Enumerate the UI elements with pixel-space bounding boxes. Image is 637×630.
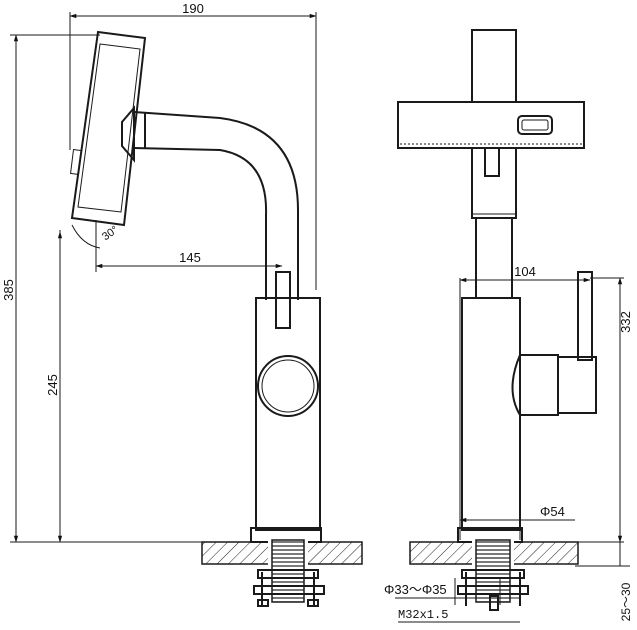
countertop-side — [201, 539, 363, 607]
display-window — [517, 115, 553, 135]
handle-hub — [511, 354, 559, 416]
dimension-handle-height-label: 332 — [618, 311, 633, 333]
front-view: 104 332 Φ54 Φ33～Φ35 M32x1.5 25～30 — [384, 29, 633, 623]
swivel-angle-label: 30° — [100, 224, 121, 243]
side-view: 190 385 245 145 30° — [1, 1, 363, 607]
spray-head-button-front — [484, 147, 500, 177]
spout-arm — [121, 105, 299, 300]
swivel-angle-arc — [71, 224, 101, 249]
spray-head — [70, 30, 147, 227]
dimension-base-diameter-label: Φ54 — [540, 504, 565, 519]
handle-knob — [257, 355, 319, 417]
spray-head-button — [70, 149, 82, 175]
mounting-nut-front — [461, 569, 525, 579]
dimension-hole-label: Φ33～Φ35 — [384, 582, 447, 597]
dimension-handle-offset-label: 104 — [514, 264, 536, 279]
dimension-body-label: 245 — [45, 374, 60, 396]
dimension-height-label: 385 — [1, 279, 16, 301]
handle-lever-front — [577, 271, 593, 361]
faucet-body — [250, 271, 322, 543]
dimension-reach-label: 145 — [179, 250, 201, 265]
spray-head-front — [397, 29, 585, 219]
dimension-width-label: 190 — [182, 1, 204, 16]
dimension-counter-label: 25～30 — [619, 582, 633, 621]
mounting-washer — [253, 585, 325, 595]
handle-cylinder — [557, 356, 597, 414]
handle-lever — [275, 271, 291, 329]
faucet-body-front — [457, 271, 597, 543]
mounting-nut — [257, 569, 319, 579]
dimension-thread-label: M32x1.5 — [398, 608, 448, 622]
countertop-front — [409, 539, 579, 611]
